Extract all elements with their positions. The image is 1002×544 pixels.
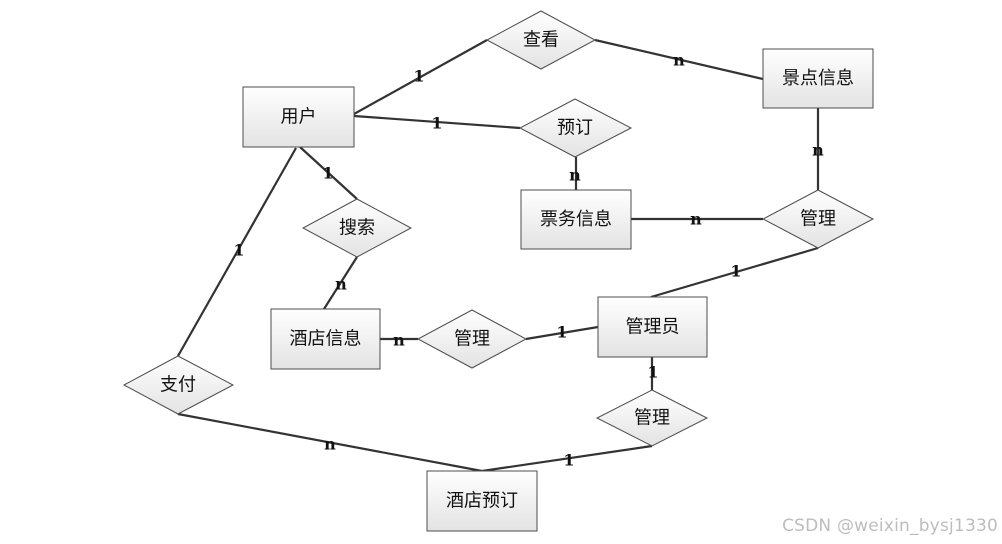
watermark: CSDN @weixin_bysj1330 [782,516,998,536]
card-user-search: 1 [322,164,333,183]
edges [177,38,820,473]
relation-manage-booking-label: 管理 [634,408,670,429]
entity-user-label: 用户 [281,107,317,128]
relation-search-label: 搜索 [339,218,375,239]
card-hotel-manage: n [393,331,405,350]
entity-hotel-info: 酒店信息 [270,308,381,370]
card-book-ticket: n [569,166,581,185]
card-user-view: 1 [413,67,424,86]
card-user-pay: 1 [233,241,244,260]
relation-manage-ticket: 管理 [761,189,875,249]
entity-admin: 管理员 [597,296,708,358]
entity-hotel-booking-label: 酒店预订 [446,491,518,512]
entity-hotel-info-label: 酒店信息 [290,329,362,350]
entity-hotel-booking: 酒店预订 [426,470,538,532]
edge-manage-admin-top [650,246,819,299]
edge-pay-booking [177,412,483,473]
card-view-scenic: n [673,51,685,70]
relation-pay-label: 支付 [160,375,196,396]
entity-ticket-info: 票务信息 [520,189,632,250]
relation-search: 搜索 [301,198,413,258]
entity-ticket-info-label: 票务信息 [540,209,612,230]
edge-view-scenic [594,38,764,81]
edge-user-book [353,114,521,130]
entity-scenic-info: 景点信息 [762,48,874,109]
edge-user-view [353,39,488,115]
relation-manage-hotel-label: 管理 [454,329,490,350]
entity-admin-label: 管理员 [626,317,680,338]
card-scenic-manage: n [812,141,824,160]
card-admin-manage-bottom: 1 [647,363,658,382]
card-manage-booking: 1 [563,451,574,470]
card-manage-admin-top: 1 [730,262,741,281]
relation-manage-hotel: 管理 [416,309,528,369]
relation-manage-booking: 管理 [595,389,709,447]
relation-pay: 支付 [122,355,235,415]
card-pay-booking: n [324,435,336,454]
entity-scenic-info-label: 景点信息 [782,68,854,89]
edge-user-pay [177,147,297,357]
relation-manage-ticket-label: 管理 [800,209,836,230]
relation-book: 预订 [518,98,633,158]
edge-user-search [299,146,358,200]
cardinality-labels: 1 n 1 n n n 1 1 n n 1 1 1 1 n [233,51,824,470]
card-user-book: 1 [431,114,442,133]
edge-manage-booking [481,444,653,473]
relation-view: 查看 [485,10,597,70]
edge-manage-admin-mid [525,325,599,341]
relation-view-label: 查看 [523,30,559,51]
card-ticket-manage: n [690,210,702,229]
entity-user: 用户 [242,86,355,148]
edge-search-hotel [323,256,358,310]
card-search-hotel: n [335,275,347,294]
relation-book-label: 预订 [557,118,593,139]
card-manage-admin-mid: 1 [556,323,567,342]
